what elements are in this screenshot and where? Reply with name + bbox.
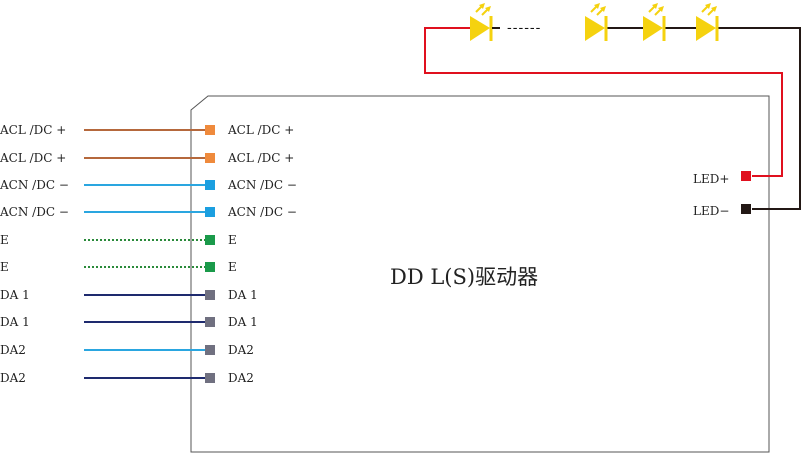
led-minus-terminal: [741, 204, 751, 214]
led-icon: [643, 3, 696, 41]
wire-inner-label: DA2: [228, 343, 254, 357]
wire-inner-label: DA 1: [228, 315, 258, 329]
input-terminal: [205, 317, 215, 327]
led-plus-terminal: [741, 171, 751, 181]
input-terminal: [205, 262, 215, 272]
wire-left-label: ACN /DC −: [0, 178, 69, 192]
input-terminal: [205, 373, 215, 383]
input-wires: [84, 125, 215, 383]
input-terminal: [205, 153, 215, 163]
wire-left-label: E: [0, 233, 9, 247]
wire-inner-label: E: [228, 260, 237, 274]
led-minus-wire: [716, 27, 801, 210]
input-terminal: [205, 345, 215, 355]
led-gap-marker: ------: [507, 20, 542, 36]
wire-left-label: DA 1: [0, 288, 30, 302]
input-terminal: [205, 180, 215, 190]
wire-left-label: DA2: [0, 371, 26, 385]
wire-inner-label: ACN /DC −: [228, 205, 297, 219]
wire-inner-label: ACL /DC +: [228, 151, 295, 165]
wire-left-label: DA2: [0, 343, 26, 357]
led-minus-label: LED−: [693, 204, 730, 218]
wire-left-label: ACL /DC +: [0, 151, 67, 165]
wire-left-label: ACL /DC +: [0, 123, 67, 137]
wire-left-label: ACN /DC −: [0, 205, 69, 219]
wire-inner-label: ACN /DC −: [228, 178, 297, 192]
led-icon: [470, 3, 493, 41]
wire-inner-label: E: [228, 233, 237, 247]
led-plus-wire: [424, 27, 783, 177]
input-terminal: [205, 125, 215, 135]
wire-left-label: E: [0, 260, 9, 274]
wire-inner-label: DA 1: [228, 288, 258, 302]
led-plus-label: LED+: [693, 172, 730, 186]
led-icon: [585, 3, 643, 41]
driver-box: [190, 95, 770, 453]
driver-title: DD L(S)驱动器: [390, 265, 539, 289]
wire-inner-label: ACL /DC +: [228, 123, 295, 137]
input-terminal: [205, 290, 215, 300]
input-terminal: [205, 207, 215, 217]
wire-left-label: DA 1: [0, 315, 30, 329]
led-string: [470, 3, 719, 41]
led-icon: [696, 3, 719, 41]
wire-inner-label: DA2: [228, 371, 254, 385]
input-terminal: [205, 235, 215, 245]
